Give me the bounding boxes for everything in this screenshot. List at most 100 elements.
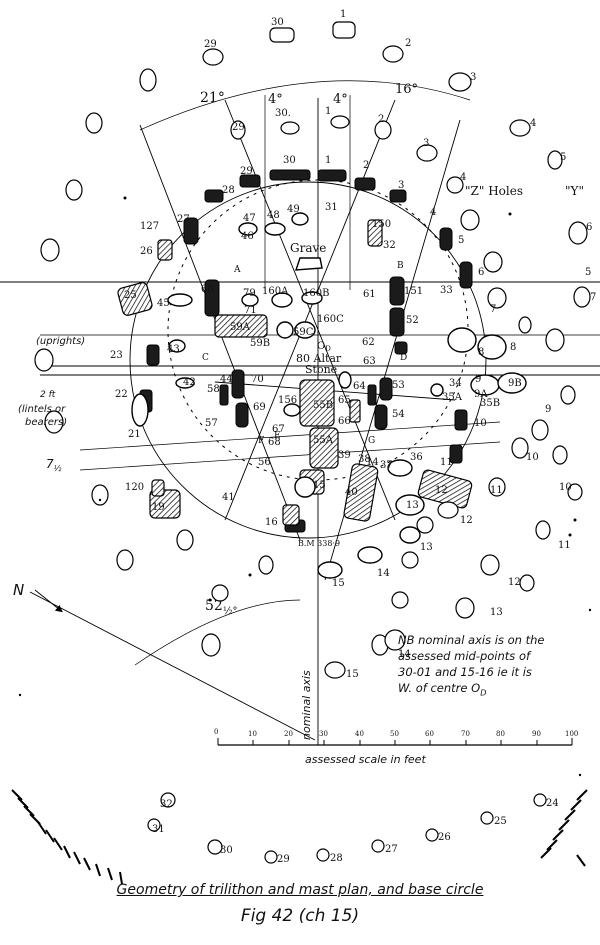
svg-text:10: 10 xyxy=(526,452,539,463)
svg-text:35B: 35B xyxy=(480,398,500,409)
svg-text:32: 32 xyxy=(160,799,173,810)
svg-text:13: 13 xyxy=(406,500,419,511)
benchmark-label: B.M 338·9 xyxy=(298,539,340,548)
svg-text:22: 22 xyxy=(115,389,128,400)
scale-tick-80: 80 xyxy=(496,730,505,738)
svg-text:60: 60 xyxy=(201,284,214,295)
scale-tick-60: 60 xyxy=(425,730,434,738)
svg-text:1: 1 xyxy=(340,9,346,20)
scale-tick-30: 30 xyxy=(319,730,328,738)
svg-text:1: 1 xyxy=(325,106,331,117)
svg-text:31: 31 xyxy=(152,824,165,835)
scale-tick-40: 40 xyxy=(355,730,364,738)
svg-text:5: 5 xyxy=(458,235,464,246)
svg-text:15: 15 xyxy=(313,480,326,491)
svg-text:70: 70 xyxy=(251,374,264,385)
bank-arc xyxy=(11,789,588,885)
svg-text:24: 24 xyxy=(546,798,559,809)
svg-text:4: 4 xyxy=(430,207,436,218)
scale-tick-0: 0 xyxy=(214,728,218,736)
svg-text:71: 71 xyxy=(244,305,257,316)
dimension-7-label: 7½ xyxy=(46,457,62,473)
svg-text:59A: 59A xyxy=(230,322,251,333)
nb-note-line2: assessed mid-points of xyxy=(398,649,531,663)
svg-text:2: 2 xyxy=(363,160,369,171)
svg-text:29: 29 xyxy=(240,166,253,177)
svg-text:30: 30 xyxy=(283,155,296,166)
svg-text:9: 9 xyxy=(475,374,481,385)
svg-text:32: 32 xyxy=(383,240,396,251)
holes xyxy=(34,21,591,864)
svg-text:7: 7 xyxy=(590,292,596,303)
scale-tick-90: 90 xyxy=(532,730,541,738)
svg-text:37: 37 xyxy=(380,460,393,471)
nb-note-line4: W. of centre OD xyxy=(398,681,487,698)
scale-tick-50: 50 xyxy=(390,730,399,738)
svg-text:61: 61 xyxy=(363,289,376,300)
svg-text:62: 62 xyxy=(362,337,375,348)
svg-text:38: 38 xyxy=(358,454,371,465)
svg-text:150: 150 xyxy=(372,219,391,230)
svg-text:127: 127 xyxy=(140,221,159,232)
point-f: F xyxy=(258,436,264,446)
svg-text:52: 52 xyxy=(406,315,419,326)
svg-text:4: 4 xyxy=(530,118,536,129)
svg-text:3: 3 xyxy=(398,180,404,191)
svg-text:15: 15 xyxy=(346,669,359,680)
svg-text:9A: 9A xyxy=(474,389,488,400)
nb-note-line1: NB nominal axis is on the xyxy=(398,633,545,647)
svg-text:6: 6 xyxy=(586,222,592,233)
svg-text:30.: 30. xyxy=(275,108,291,119)
svg-text:11: 11 xyxy=(490,485,503,496)
stone-label: Stone xyxy=(305,363,337,376)
svg-text:151: 151 xyxy=(404,286,423,297)
svg-text:46: 46 xyxy=(241,231,254,242)
altar-label: 80 Altar xyxy=(296,352,342,365)
svg-text:14: 14 xyxy=(366,457,379,468)
svg-text:49: 49 xyxy=(287,204,300,215)
svg-text:9: 9 xyxy=(545,404,551,415)
svg-text:54: 54 xyxy=(392,409,405,420)
svg-text:14: 14 xyxy=(398,649,411,660)
scale-title: assessed scale in feet xyxy=(305,753,426,766)
svg-text:19: 19 xyxy=(152,502,165,513)
angle-4a-label: 4° xyxy=(268,92,283,107)
point-c: C xyxy=(202,353,209,363)
nb-note-line3: 30-01 and 15-16 ie it is xyxy=(398,665,532,679)
svg-text:10: 10 xyxy=(559,482,572,493)
svg-text:31: 31 xyxy=(325,202,338,213)
north-label: N xyxy=(13,581,24,599)
point-b: B xyxy=(397,261,404,271)
svg-text:41: 41 xyxy=(222,492,235,503)
nominal-axis-label: nominal axis xyxy=(300,670,313,740)
svg-text:12: 12 xyxy=(508,577,521,588)
svg-text:48: 48 xyxy=(267,210,280,221)
svg-text:12: 12 xyxy=(435,485,448,496)
svg-text:8: 8 xyxy=(510,342,516,353)
svg-text:26: 26 xyxy=(438,832,451,843)
angle-21-label: 21° xyxy=(200,90,225,106)
svg-text:68: 68 xyxy=(268,437,281,448)
svg-text:55B: 55B xyxy=(313,400,333,411)
svg-text:2: 2 xyxy=(405,38,411,49)
point-e: E xyxy=(274,431,281,441)
svg-text:65: 65 xyxy=(338,395,351,406)
svg-text:59C: 59C xyxy=(293,327,314,338)
angle-52-label: 52½° xyxy=(205,598,238,617)
svg-text:1: 1 xyxy=(325,155,331,166)
svg-text:42: 42 xyxy=(183,377,196,388)
bearers-label: bearers) xyxy=(25,417,67,428)
svg-text:40: 40 xyxy=(345,487,358,498)
svg-text:43: 43 xyxy=(167,344,180,355)
svg-text:23: 23 xyxy=(110,350,123,361)
figure-number: Fig 42 (ch 15) xyxy=(240,906,360,926)
svg-text:8: 8 xyxy=(478,347,484,358)
centre-od-label: OD xyxy=(317,341,331,353)
svg-text:21: 21 xyxy=(128,429,141,440)
svg-text:58: 58 xyxy=(207,384,220,395)
svg-text:5: 5 xyxy=(585,267,591,278)
angle-4b-label: 4° xyxy=(333,92,348,107)
svg-text:53: 53 xyxy=(392,380,405,391)
